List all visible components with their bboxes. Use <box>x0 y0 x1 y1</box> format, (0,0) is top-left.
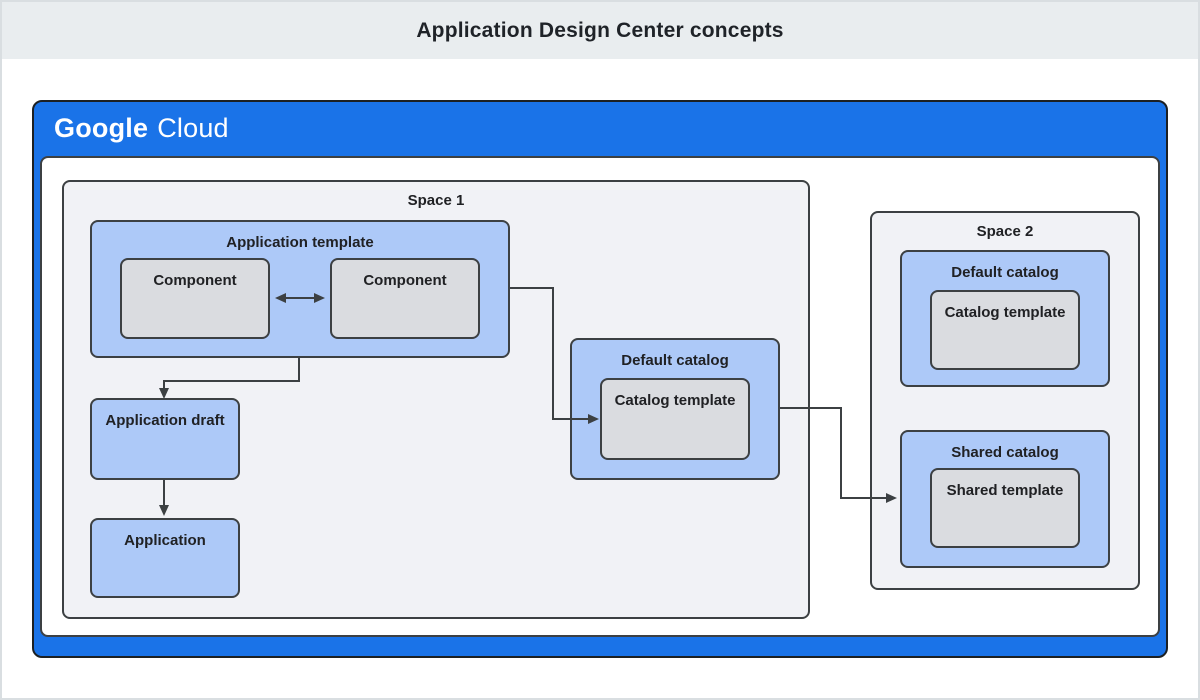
line-segment <box>510 287 554 289</box>
arrowhead-down <box>159 388 169 399</box>
line-segment <box>552 418 589 420</box>
application-label: Application <box>124 532 206 549</box>
line-segment <box>780 407 842 409</box>
shared-template-box: Shared template <box>930 468 1080 548</box>
arrowhead-right <box>886 493 897 503</box>
page-title: Application Design Center concepts <box>416 19 784 42</box>
arrowhead-right <box>314 293 325 303</box>
line-segment <box>840 497 887 499</box>
component-box: Component <box>120 258 270 339</box>
space-1-label: Space 1 <box>407 192 465 209</box>
line-segment <box>298 358 300 382</box>
line-segment <box>163 380 300 382</box>
catalog-template-label: Catalog template <box>614 392 736 409</box>
catalog-template-label: Catalog template <box>944 304 1066 321</box>
catalog-template-box: Catalog template <box>600 378 750 460</box>
application-template-label: Application template <box>226 234 374 251</box>
space-1: Space 1 Application template Component C… <box>62 180 810 619</box>
default-catalog-box-space2: Default catalog Catalog template <box>900 250 1110 387</box>
google-cloud-container: Google Cloud Space 1 Application templat… <box>32 100 1168 658</box>
application-draft-label: Application draft <box>105 412 225 429</box>
line-segment <box>840 407 842 499</box>
cloud-wordmark: Cloud <box>157 113 229 143</box>
arrowhead-left <box>275 293 286 303</box>
space-2: Space 2 Default catalog Catalog template… <box>870 211 1140 590</box>
line-segment <box>163 380 165 390</box>
application-template-box: Application template Component Component <box>90 220 510 358</box>
component-label: Component <box>363 272 447 289</box>
shared-catalog-box: Shared catalog Shared template <box>900 430 1110 568</box>
component-box: Component <box>330 258 480 339</box>
title-banner: Application Design Center concepts <box>2 2 1198 59</box>
shared-catalog-label: Shared catalog <box>951 444 1059 461</box>
line-segment <box>284 297 318 299</box>
default-catalog-box-space1: Default catalog Catalog template <box>570 338 780 480</box>
catalog-template-box: Catalog template <box>930 290 1080 370</box>
google-wordmark: Google <box>54 113 149 143</box>
line-segment <box>552 287 554 420</box>
component-label: Component <box>153 272 237 289</box>
project-container: Space 1 Application template Component C… <box>40 156 1160 637</box>
application-draft-box: Application draft <box>90 398 240 480</box>
space-2-label: Space 2 <box>976 223 1034 240</box>
arrowhead-right <box>588 414 599 424</box>
line-segment <box>163 479 165 507</box>
default-catalog-label: Default catalog <box>951 264 1059 281</box>
google-cloud-logo: Google Cloud <box>54 113 229 144</box>
application-box: Application <box>90 518 240 598</box>
default-catalog-label: Default catalog <box>621 352 729 369</box>
shared-template-label: Shared template <box>946 482 1064 499</box>
arrowhead-down <box>159 505 169 516</box>
